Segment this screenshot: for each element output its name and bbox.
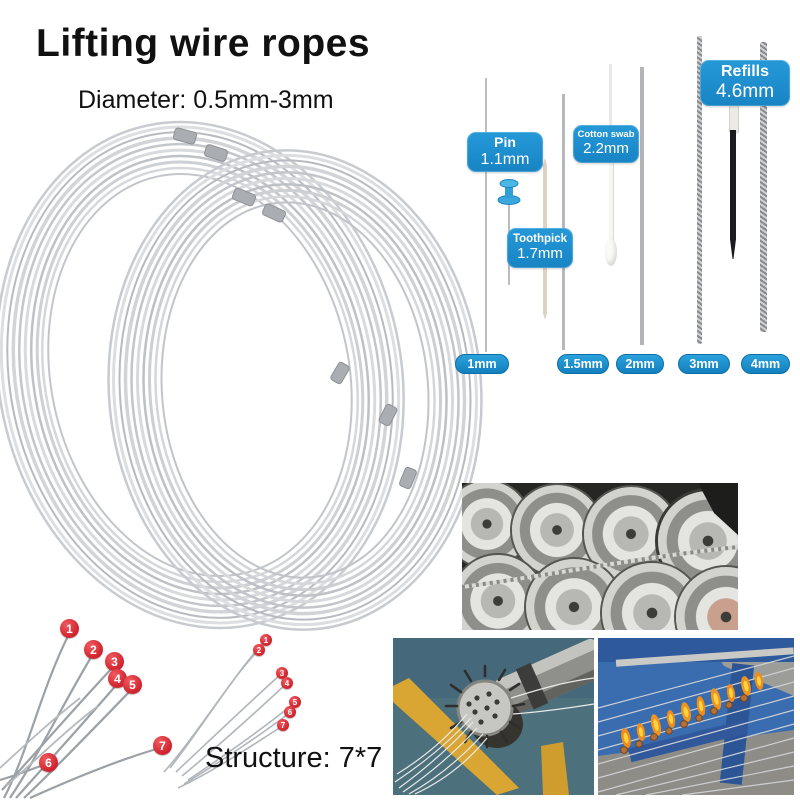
toothpick-label: Toothpick 1.7mm bbox=[507, 228, 573, 268]
wire-3mm bbox=[697, 36, 702, 344]
toothpick-label-name: Toothpick bbox=[512, 233, 568, 246]
pin-label-size: 1.1mm bbox=[480, 150, 530, 168]
strand-marker-left-3: 3 bbox=[105, 652, 124, 671]
strand-marker-right-4: 4 bbox=[281, 677, 293, 689]
structure-label: Structure: 7*7 bbox=[205, 742, 383, 774]
size-pill-4mm: 4mm bbox=[741, 354, 790, 374]
strand-marker-left-2: 2 bbox=[84, 640, 103, 659]
strand-marker-left-5: 5 bbox=[123, 675, 142, 694]
size-pill-1-5mm: 1.5mm bbox=[557, 354, 609, 374]
strand-marker-right-3: 3 bbox=[276, 667, 288, 679]
strand-marker-left-7: 7 bbox=[153, 736, 172, 755]
coil-front bbox=[107, 149, 483, 631]
annealing-photo bbox=[598, 638, 794, 795]
strand-marker-left-1: 1 bbox=[60, 619, 79, 638]
refills-label: Refills 4.6mm bbox=[700, 60, 790, 106]
coil-bindings bbox=[172, 127, 417, 490]
size-pill-2mm: 2mm bbox=[616, 354, 664, 374]
strand-marker-left-4: 4 bbox=[108, 669, 127, 688]
wire-1-5mm bbox=[562, 94, 565, 350]
refills-label-name: Refills bbox=[720, 63, 769, 81]
diameter-subtitle: Diameter: 0.5mm-3mm bbox=[78, 86, 334, 114]
cotton-swab-stick bbox=[609, 160, 614, 245]
rollers-photo bbox=[462, 483, 738, 630]
refill-tip bbox=[730, 239, 736, 259]
strand-fan-left bbox=[0, 633, 161, 800]
pin-label: Pin 1.1mm bbox=[467, 132, 543, 172]
cotton-swab-stick-top bbox=[609, 64, 612, 126]
cotton-swab-label: Cotton swab 2.2mm bbox=[573, 125, 639, 163]
strand-marker-right-6: 6 bbox=[284, 706, 296, 718]
strand-marker-right-7: 7 bbox=[277, 719, 289, 731]
refill-plug bbox=[729, 103, 739, 133]
stranding-photo bbox=[393, 638, 594, 795]
size-pill-1mm: 1mm bbox=[455, 354, 509, 374]
wire-1mm bbox=[485, 78, 487, 352]
pin-label-name: Pin bbox=[494, 134, 516, 151]
cotton-swab-tip bbox=[605, 238, 617, 266]
cotton-swab-label-name: Cotton swab bbox=[577, 129, 635, 141]
page-title: Lifting wire ropes bbox=[36, 22, 371, 65]
strand-marker-left-6: 6 bbox=[39, 753, 58, 772]
coil-back bbox=[0, 120, 405, 630]
flame-row bbox=[621, 672, 764, 748]
strand-marker-right-5: 5 bbox=[289, 696, 301, 708]
stranding-art bbox=[393, 638, 594, 795]
refill-body bbox=[730, 130, 736, 240]
size-pill-3mm: 3mm bbox=[678, 354, 730, 374]
refills-label-size: 4.6mm bbox=[715, 81, 775, 103]
strand-marker-right-1: 1 bbox=[260, 634, 272, 646]
cotton-swab-label-size: 2.2mm bbox=[583, 139, 629, 157]
roller-wire-rope bbox=[462, 483, 738, 589]
strand-marker-right-2: 2 bbox=[253, 644, 265, 656]
wire-4mm bbox=[760, 42, 767, 332]
annealing-art bbox=[598, 638, 794, 795]
wire-2mm bbox=[640, 67, 644, 345]
toothpick-label-size: 1.7mm bbox=[517, 245, 563, 263]
